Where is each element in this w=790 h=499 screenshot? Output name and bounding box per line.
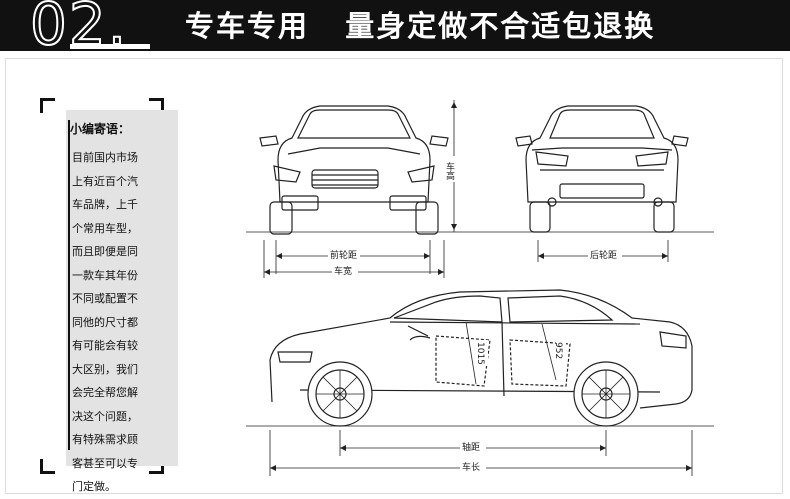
car-side-view (269, 289, 693, 427)
note-line: 而且即便是同 (72, 245, 138, 258)
corner-bracket (149, 98, 164, 113)
note-title: 小编寄语： (70, 122, 131, 136)
front-track-label: 前轮距 (330, 249, 357, 261)
note-line: 车品牌，上千 (72, 198, 138, 211)
section-number-underline (70, 44, 150, 49)
front-seat-dimension: 1015 (475, 342, 485, 365)
note-line: 决这个问题， (72, 409, 138, 423)
car-front-view (259, 105, 449, 235)
note-line: 一款车其年份 (72, 268, 138, 282)
note-line: 个常用车型， (72, 221, 138, 235)
note-line: 不同或配置不 (72, 292, 138, 305)
note-line: 同他的尺寸都 (72, 315, 138, 329)
note-line: 门定做。 (72, 480, 116, 493)
note-line: 客甚至可以专 (72, 456, 138, 470)
note-line: 有特殊需求顾 (72, 433, 138, 446)
rear-track-label: 后轮距 (590, 249, 617, 261)
note-line: 上有近百个汽 (72, 174, 138, 188)
note-line: 会完全帮您解 (72, 386, 138, 399)
height-label: 车高 (444, 161, 455, 181)
note-shadow-strip (66, 110, 178, 466)
width-label: 车宽 (334, 265, 352, 277)
header-banner: 02. 专车专用 量身定做不合适包退换 (0, 0, 790, 57)
corner-bracket (40, 98, 55, 113)
wheelbase-label: 轴距 (462, 441, 480, 453)
corner-bracket (40, 459, 55, 474)
note-line: 目前国内市场 (72, 151, 138, 164)
car-dimension-diagram: 前轮距 车宽 后轮距 车高 1015 952 (246, 100, 714, 476)
banner-title: 专车专用 量身定做不合适包退换 (185, 9, 656, 43)
note-body: 目前国内市场 上有近百个汽 车品牌，上千 个常用车型， 而且即便是同 一款车其年… (72, 146, 158, 499)
rear-seat-dimension: 952 (553, 342, 563, 359)
editor-note: 小编寄语： 目前国内市场 上有近百个汽 车品牌，上千 个常用车型， 而且即便是同… (40, 98, 178, 493)
corner-bracket (149, 459, 164, 474)
note-vertical-rule (68, 120, 70, 450)
note-line: 有可能会有较 (72, 339, 138, 352)
length-label: 车长 (462, 461, 480, 473)
note-line: 大区别，我们 (72, 362, 138, 376)
car-rear-view (515, 105, 689, 233)
